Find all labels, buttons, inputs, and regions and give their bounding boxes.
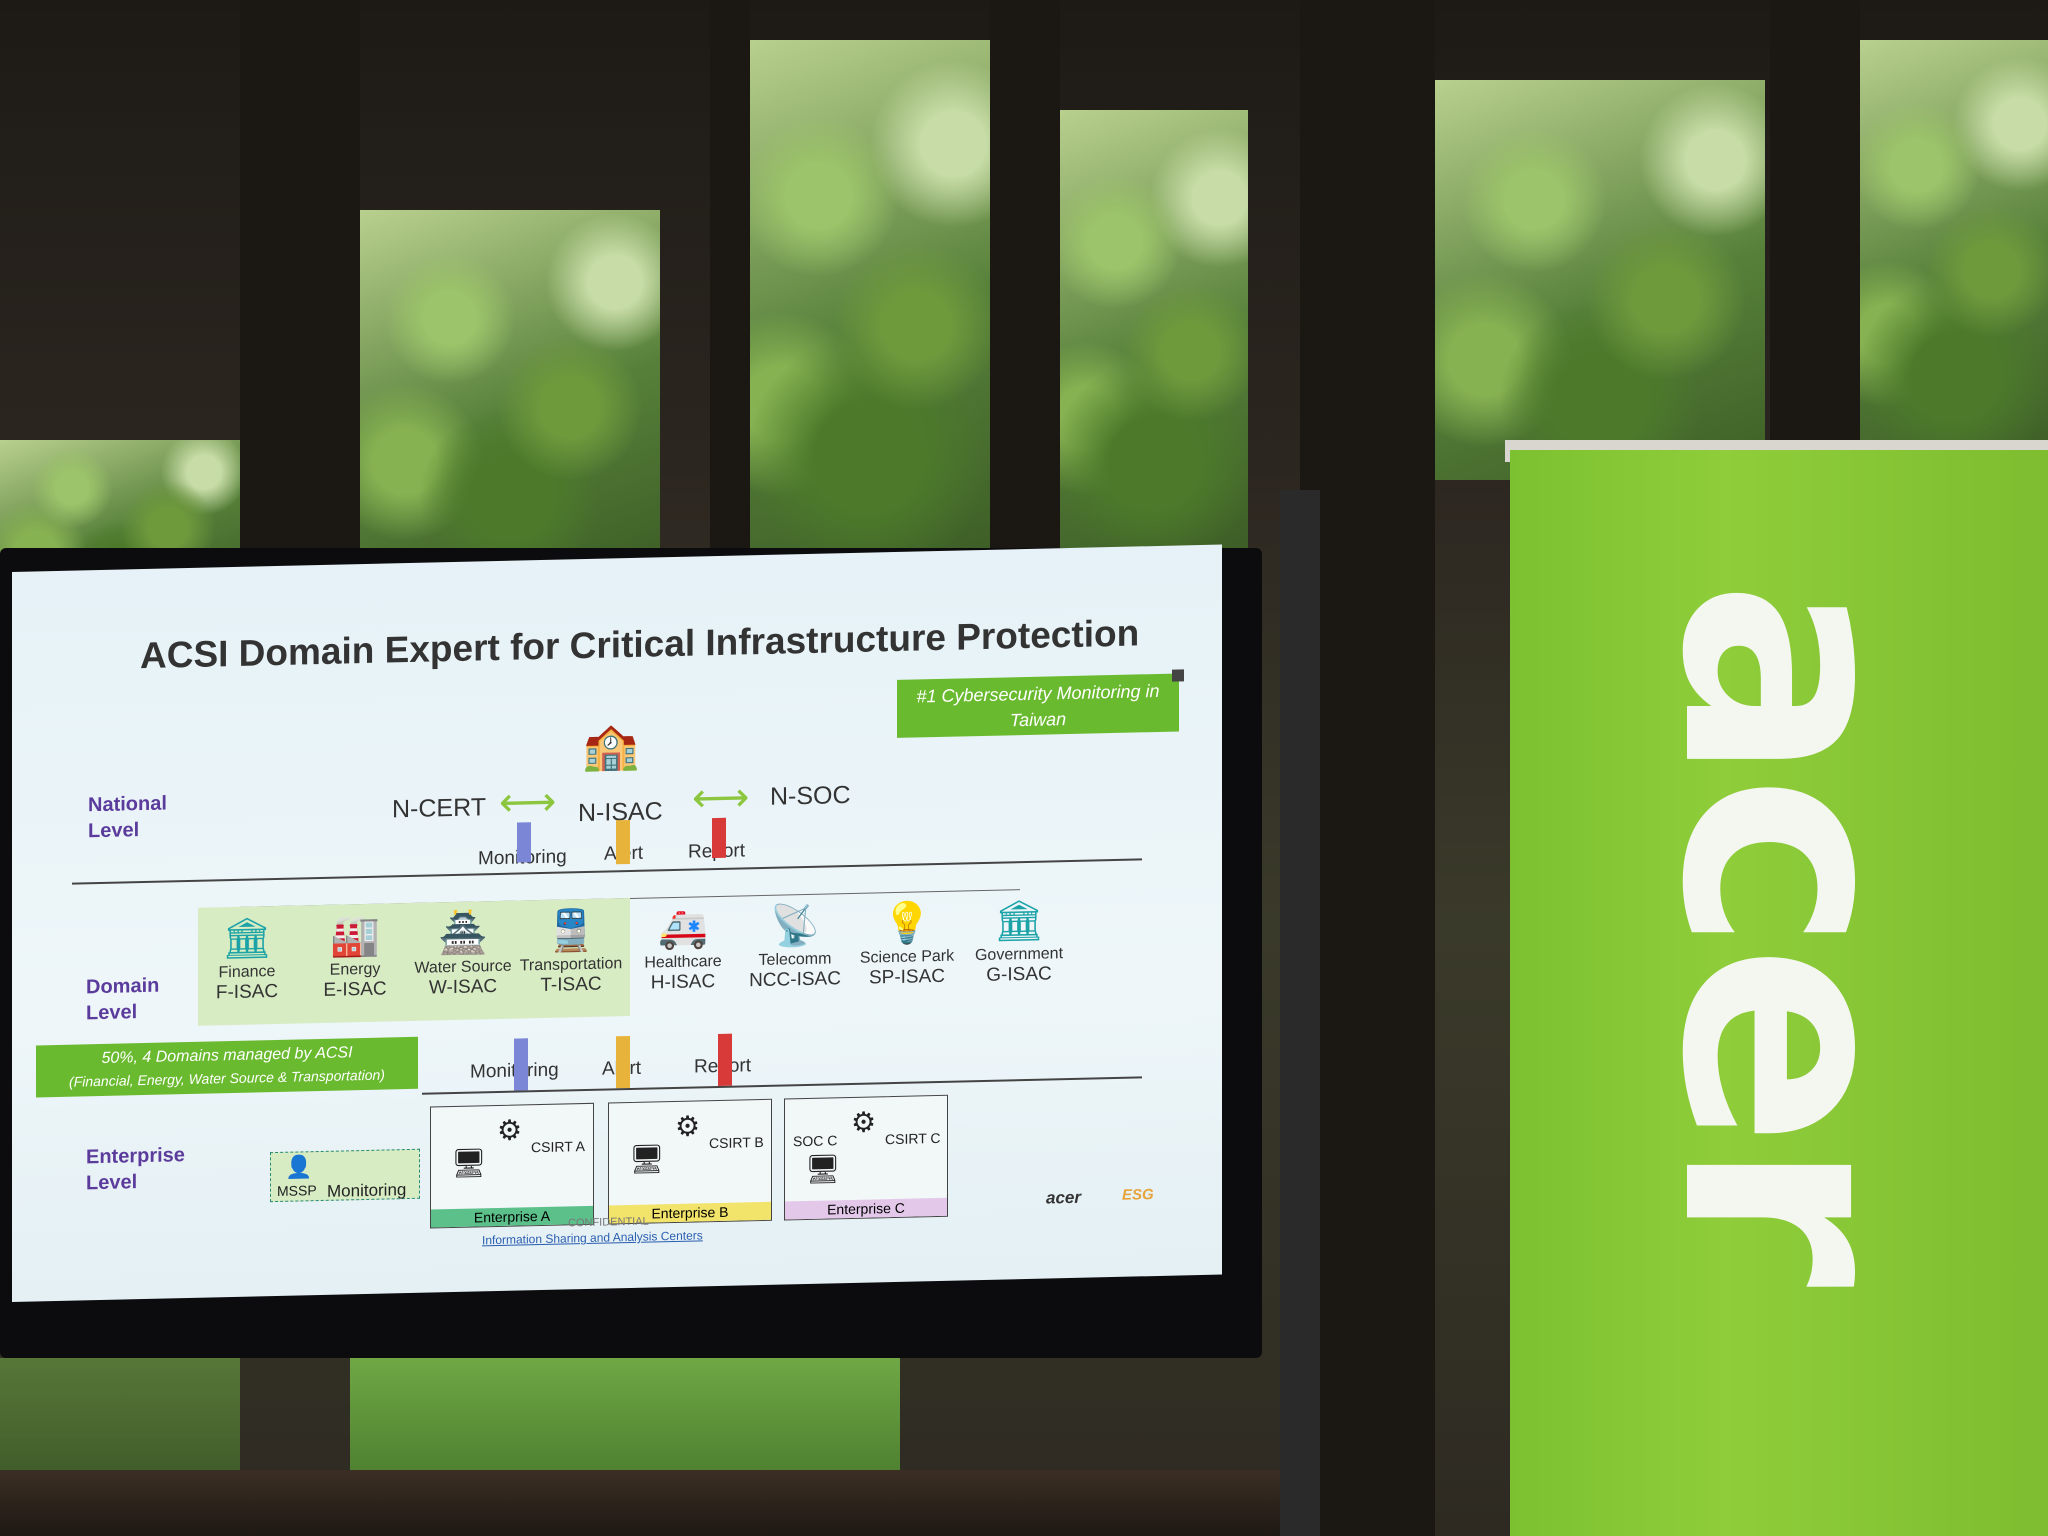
isac-link[interactable]: Information Sharing and Analysis Centers: [482, 1228, 703, 1248]
operator-icon: 👤: [285, 1154, 313, 1180]
badge-corner: [1172, 669, 1184, 682]
down-arrow-orange-icon: [616, 1035, 630, 1089]
domain-healthcare: 🚑 Healthcare H-ISAC: [624, 903, 742, 995]
slide-title: ACSI Domain Expert for Critical Infrastr…: [140, 612, 1140, 677]
gear-icon: ⚙: [497, 1114, 523, 1146]
level-enterprise: Enterprise Level: [86, 1144, 185, 1195]
n-isac-icon: 🏫: [582, 718, 640, 773]
acer-banner-logo: acer: [1616, 580, 1965, 1280]
window-frame: [1300, 0, 1435, 1536]
window-frame: [1770, 0, 1860, 460]
satellite-dish-icon: 📡: [770, 903, 820, 949]
n-cert: N-CERT: [392, 793, 486, 824]
window-frame: [240, 0, 360, 600]
up-arrow-red-icon: [718, 1033, 732, 1086]
server-network-icon: 🖥: [629, 1143, 665, 1175]
enterprise-a: 🖥 ⚙ CSIRT A Enterprise A: [430, 1102, 594, 1229]
up-arrow-blue-icon: [517, 822, 531, 863]
up-arrow-red-icon: [712, 817, 726, 859]
domain-telecomm: 📡 Telecomm NCC-ISAC: [736, 901, 854, 993]
acer-roll-up-banner: [1510, 450, 2048, 1536]
slide: ACSI Domain Expert for Critical Infrastr…: [12, 544, 1222, 1302]
window-center-right: [1058, 110, 1248, 550]
government-building-icon: 🏛: [993, 898, 1045, 944]
window-frame: [710, 0, 750, 560]
window-center: [745, 40, 990, 560]
mssp-monitoring: Monitoring: [327, 1180, 407, 1201]
enterprise-b: 🖥 ⚙ CSIRT B Enterprise B: [608, 1098, 772, 1225]
gear-icon: ⚙: [675, 1110, 701, 1142]
table: [0, 1470, 1300, 1536]
water-plant-icon: 🏯: [438, 911, 488, 957]
window-frame: [990, 0, 1060, 560]
mssp-label: MSSP: [277, 1182, 317, 1199]
bidirectional-arrow-icon: ⟷: [692, 775, 750, 821]
up-arrow-blue-icon: [514, 1038, 528, 1091]
domain-water: 🏯 Water Source W-ISAC: [404, 908, 522, 1000]
stand-pole: [1280, 490, 1320, 1536]
domain-science-park: 💡 Science Park SP-ISAC: [848, 898, 966, 990]
level-national: National Level: [88, 792, 167, 843]
domain-energy: 🏭 Energy E-ISAC: [296, 911, 414, 1003]
mssp-box: 👤 MSSP Monitoring: [270, 1148, 420, 1203]
acer-slide-logo: acer: [1046, 1187, 1081, 1208]
gear-icon: ⚙: [851, 1106, 877, 1138]
window-center-left: [360, 210, 660, 570]
down-arrow-orange-icon: [616, 819, 630, 865]
domain-finance: 🏛 Finance F-ISAC: [188, 913, 306, 1005]
bidirectional-arrow-icon: ⟷: [499, 779, 557, 825]
train-icon: 🚆: [546, 908, 596, 954]
window-right: [1435, 80, 1765, 480]
window-far-right: [1860, 40, 2048, 460]
acsi-managed-banner: 50%, 4 Domains managed by ACSI (Financia…: [36, 1036, 418, 1098]
lightbulb-gear-icon: 💡: [882, 901, 932, 947]
domain-transportation: 🚆 Transportation T-ISAC: [512, 906, 630, 998]
lawn: [350, 1358, 900, 1478]
n-soc: N-SOC: [770, 780, 851, 811]
bank-icon: 🏛: [221, 916, 273, 962]
rank-badge: #1 Cybersecurity Monitoring in Taiwan: [897, 673, 1179, 738]
level-domain: Domain Level: [86, 974, 160, 1025]
enterprise-c: SOC C ⚙ 🖥 CSIRT C Enterprise C: [784, 1094, 948, 1221]
power-plant-icon: 🏭: [330, 913, 380, 959]
server-network-icon: 🖥: [805, 1153, 841, 1186]
domain-government: 🏛 Government G-ISAC: [960, 896, 1078, 988]
ambulance-icon: 🚑: [658, 906, 708, 952]
lawn: [0, 1358, 240, 1470]
confidential-label: CONFIDENTIAL: [568, 1215, 649, 1230]
server-network-icon: 🖥: [451, 1147, 487, 1180]
esg-logo: ESG: [1122, 1186, 1154, 1204]
enterprise-c-label: Enterprise C: [785, 1197, 947, 1220]
